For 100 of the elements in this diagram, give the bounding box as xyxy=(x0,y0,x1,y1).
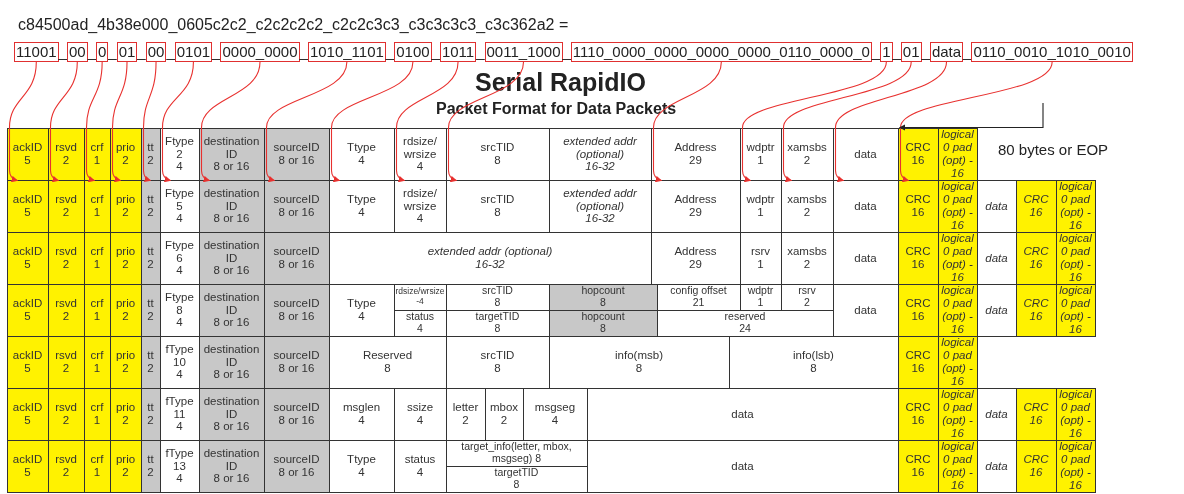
packet-field-cell: sourceID 8 or 16 xyxy=(263,387,330,441)
bit-field-box: 1 xyxy=(880,42,893,62)
packet-field-cell: CRC 16 xyxy=(1015,283,1057,337)
arrow xyxy=(161,61,194,182)
arrow xyxy=(8,61,37,182)
underscore-separator: _ xyxy=(562,43,571,61)
packet-field-cell: prio 2 xyxy=(109,439,142,493)
arrow xyxy=(899,61,1053,182)
packet-field-cell: CRC 16 xyxy=(897,387,939,441)
bit-field-box: 0011_1000 xyxy=(484,42,563,62)
packet-field-cell: logical 0 pad (opt) - 16 xyxy=(1055,283,1096,337)
bit-field-box: 11001 xyxy=(14,42,59,62)
bit-field-box: 01 xyxy=(900,42,922,62)
packet-field-cell: CRC 16 xyxy=(1015,179,1057,233)
packet-field-cell: CRC 16 xyxy=(1015,439,1057,493)
packet-field-cell: CRC 16 xyxy=(897,179,939,233)
underscore-separator: _ xyxy=(963,43,972,61)
underscore-separator: _ xyxy=(871,43,881,61)
bit-field-box: 0000_0000 xyxy=(220,42,300,62)
packet-field-cell: rsvd 2 xyxy=(47,231,85,285)
underscore-separator: _ xyxy=(212,43,221,61)
packet-field-cell: destination ID 8 or 16 xyxy=(198,335,265,389)
underscore-separator: _ xyxy=(921,43,930,61)
packet-field-cell: rsvd 2 xyxy=(47,387,85,441)
arrow xyxy=(85,61,103,182)
underscore-separator: _ xyxy=(385,43,395,61)
arrow xyxy=(200,61,261,182)
underscore-separator: _ xyxy=(892,43,901,61)
packet-field-cell: sourceID 8 or 16 xyxy=(263,127,330,181)
packet-field-cell: ackID 5 xyxy=(6,179,49,233)
underscore-separator: _ xyxy=(137,43,146,61)
packet-field-cell: ackID 5 xyxy=(6,439,49,493)
packet-field-cell: logical 0 pad (opt) - 16 xyxy=(1055,439,1096,493)
arrow xyxy=(652,61,722,182)
arrow xyxy=(49,61,78,182)
packet-field-cell: logical 0 pad (opt) - 16 xyxy=(937,439,978,493)
packet-field-cell: prio 2 xyxy=(109,127,142,181)
bit-field-box: 00 xyxy=(66,42,88,62)
bit-field-box: 1011 xyxy=(439,42,477,62)
packet-field-cell: sourceID 8 or 16 xyxy=(263,179,330,233)
packet-field-cell: destination ID 8 or 16 xyxy=(198,439,265,493)
packet-field-cell: CRC 16 xyxy=(897,283,939,337)
packet-field-cell: destination ID 8 or 16 xyxy=(198,283,265,337)
arrow xyxy=(782,61,912,182)
bit-field-box: 0100 xyxy=(394,42,432,62)
packet-field-cell: CRC 16 xyxy=(897,439,939,493)
underscore-separator: _ xyxy=(166,43,175,61)
underscore-separator: _ xyxy=(87,43,96,61)
packet-field-cell: destination ID 8 or 16 xyxy=(198,127,265,181)
bit-field-box: 1010_1101 xyxy=(307,42,386,62)
packet-field-cell: rsvd 2 xyxy=(47,283,85,337)
packet-field-cell: CRC 16 xyxy=(897,127,939,181)
arrow xyxy=(265,61,348,182)
packet-field-cell: ackID 5 xyxy=(6,231,49,285)
packet-field-cell: CRC 16 xyxy=(897,231,939,285)
packet-field-cell: crf 1 xyxy=(83,127,111,181)
packet-field-cell: destination ID 8 or 16 xyxy=(198,387,265,441)
packet-field-cell: prio 2 xyxy=(109,283,142,337)
packet-field-cell: prio 2 xyxy=(109,387,142,441)
packet-field-cell: targetTID 8 xyxy=(445,465,588,493)
arrow xyxy=(834,61,948,182)
packet-field-cell: ackID 5 xyxy=(6,387,49,441)
bit-field-box: 0 xyxy=(96,42,109,62)
arrow xyxy=(330,61,414,182)
packet-field-cell: rsvd 2 xyxy=(47,439,85,493)
packet-field-cell: destination ID 8 or 16 xyxy=(198,179,265,233)
bit-field-box: 00 xyxy=(145,42,167,62)
underscore-separator: _ xyxy=(108,43,117,61)
bit-field-box: data xyxy=(929,42,964,62)
bit-field-box: 1110_0000_0000_0000_0000_0110_0000_0 xyxy=(570,42,872,62)
underscore-separator: _ xyxy=(476,43,485,61)
packet-field-cell: sourceID 8 or 16 xyxy=(263,283,330,337)
packet-field-cell: sourceID 8 or 16 xyxy=(263,231,330,285)
packet-field-cell: hopcount 8 xyxy=(548,309,658,337)
packet-field-cell: rsvd 2 xyxy=(47,335,85,389)
packet-field-cell: sourceID 8 or 16 xyxy=(263,335,330,389)
packet-field-cell: prio 2 xyxy=(109,335,142,389)
bit-field-box: 01 xyxy=(116,42,138,62)
arrow xyxy=(142,61,157,182)
note-text: 80 bytes or EOP xyxy=(998,141,1109,158)
packet-field-cell: CRC 16 xyxy=(897,335,939,389)
packet-field-cell: prio 2 xyxy=(109,231,142,285)
packet-field-cell: CRC 16 xyxy=(1015,387,1057,441)
bit-field-box: 0110_0010_1010_0010 xyxy=(971,42,1133,62)
packet-field-cell: CRC 16 xyxy=(1015,231,1057,285)
packet-field-cell: rsvd 2 xyxy=(47,127,85,181)
packet-field-cell: prio 2 xyxy=(109,179,142,233)
packet-field-cell: destination ID 8 or 16 xyxy=(198,231,265,285)
underscore-separator: _ xyxy=(431,43,440,61)
packet-field-cell: ackID 5 xyxy=(6,283,49,337)
bit-field-box: 0101 xyxy=(174,42,213,62)
arrow xyxy=(111,61,128,182)
underscore-separator: _ xyxy=(299,43,308,61)
arrow xyxy=(898,102,1044,131)
packet-field-cell: ackID 5 xyxy=(6,127,49,181)
arrow xyxy=(395,61,459,182)
packet-field-cell: rsvd 2 xyxy=(47,179,85,233)
packet-field-cell: ackID 5 xyxy=(6,335,49,389)
arrow xyxy=(741,61,887,182)
hex-value-text: c84500ad_4b38e000_0605c2c2_c2c2c2c2_c2c2c3c3_c3c3c3c3_c3c362a2 = xyxy=(18,16,569,34)
